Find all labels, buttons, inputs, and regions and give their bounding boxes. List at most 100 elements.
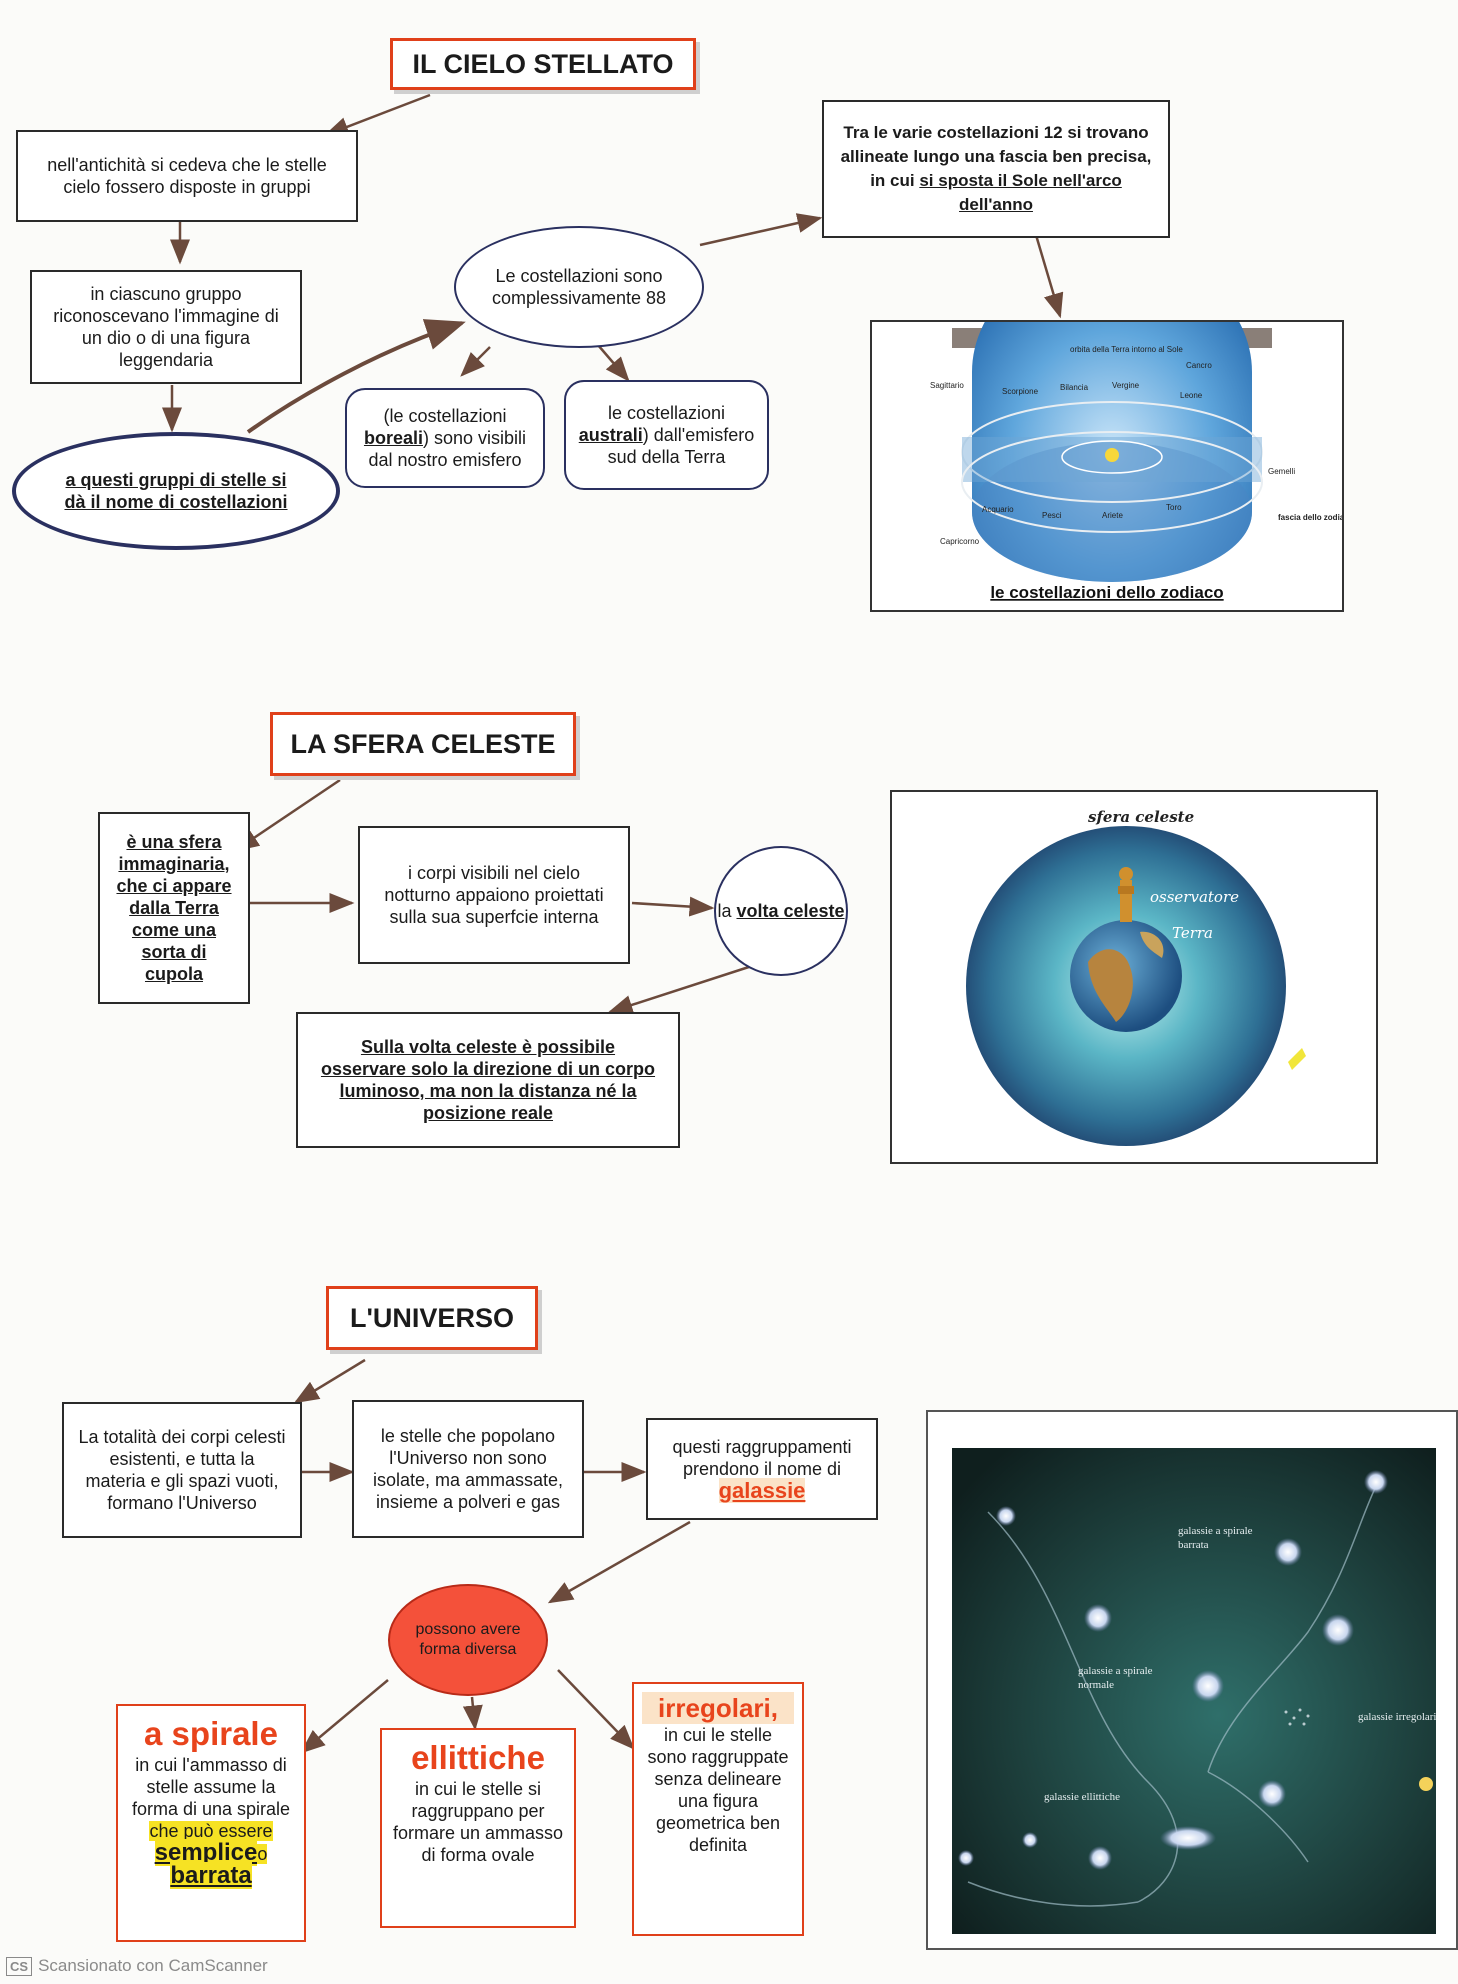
constellations-name-text: a questi gruppi di stelle si dà il nome … <box>64 470 288 512</box>
forms-text: possono avere forma diversa <box>415 1621 521 1658</box>
antiquity-box: nell'antichità si cedeva che le stelle c… <box>16 130 358 222</box>
section-title-sfera-celeste: LA SFERA CELESTE <box>270 712 576 776</box>
spiral-text-highlight: che può essere <box>149 1821 273 1841</box>
label-pesci: Pesci <box>1042 511 1062 520</box>
austral-pre: le costellazioni <box>607 403 726 423</box>
groupings-word: galassie <box>718 1477 806 1503</box>
label-sfera-celeste: sfera celeste <box>1088 808 1194 826</box>
vault-word: volta celeste <box>736 901 845 921</box>
antiquity-text: nell'antichità si cedeva che le stelle c… <box>47 155 327 197</box>
camscanner-logo: CS <box>6 1956 33 1976</box>
stars-box: le stelle che popolano l'Universo non so… <box>352 1400 584 1538</box>
boreal-post: ) sono visibili dal nostro emisfero <box>368 428 527 470</box>
arrow-count-to-boreal <box>460 346 491 377</box>
vault-pre: la <box>717 901 732 921</box>
arrow-count-to-austral <box>597 344 630 382</box>
groupings-text: questi raggruppamenti prendono il nome d… <box>660 1436 864 1503</box>
totality-text: La totalità dei corpi celesti esistenti,… <box>78 1427 286 1513</box>
observe-box: Sulla volta celeste è possibile osservar… <box>296 1012 680 1148</box>
elliptic-box: ellittiche in cui le stelle si raggruppa… <box>380 1728 576 1928</box>
austral-post: ) dall'emisfero sud della Terra <box>607 425 755 467</box>
zodiac-illustration: orbita della Terra intorno al Sole Sagit… <box>930 252 1354 602</box>
arrow-count-to-zodiac <box>699 213 823 247</box>
austral-text: le costellazioni australi) dall'emisfero… <box>572 402 761 468</box>
bodies-text: i corpi visibili nel cielo notturno appa… <box>384 863 604 927</box>
irregular-title: irregolari, <box>642 1692 794 1724</box>
constellations-name-ellipse: a questi gruppi di stelle si dà il nome … <box>12 432 340 550</box>
each-group-text: in ciascuno gruppo riconoscevano l'immag… <box>53 284 279 370</box>
arrow-sphere-title-to-imaginary <box>233 778 341 852</box>
label-gemelli: Gemelli <box>1268 467 1295 476</box>
celestial-sphere-image-frame: sfera celeste osservatore Terra <box>890 790 1378 1164</box>
spiral-box: a spirale in cui l'ammasso di stelle ass… <box>116 1704 306 1942</box>
label-vergine: Vergine <box>1112 381 1140 390</box>
count-text: Le costellazioni sono complessivamente 8… <box>491 266 667 308</box>
galaxies-illustration: galassie a spirale barrata galassie a sp… <box>952 1448 1437 1934</box>
label-toro: Toro <box>1166 503 1182 512</box>
irregular-box: irregolari, in cui le stelle sono raggru… <box>632 1682 804 1936</box>
elliptic-text: in cui le stelle si raggruppano per form… <box>392 1779 564 1865</box>
spiral-title: a spirale <box>144 1715 278 1752</box>
boreal-box: (le costellazioni boreali) sono visibili… <box>345 388 545 488</box>
visible-bodies-box: i corpi visibili nel cielo notturno appa… <box>358 826 630 964</box>
spiral-semplice: semplice <box>154 1839 258 1866</box>
imaginary-sphere-box: è una sfera immaginaria, che ci appare d… <box>98 812 250 1004</box>
stars-text: le stelle che popolano l'Universo non so… <box>372 1426 564 1512</box>
label-osservatore: osservatore <box>1150 888 1239 906</box>
austral-box: le costellazioni australi) dall'emisfero… <box>564 380 769 490</box>
boreal-text: (le costellazioni boreali) sono visibili… <box>353 405 537 471</box>
section-title-cielo-stellato: IL CIELO STELLATO <box>390 38 696 90</box>
label-elliptic: galassie ellittiche <box>1044 1791 1121 1803</box>
arrow-zodiac-to-image <box>1034 234 1064 319</box>
vault-circle: la volta celeste <box>714 846 848 976</box>
label-sagittario: Sagittario <box>930 381 964 390</box>
zodiac-text-b: si sposta il Sole nell'arco dell'anno <box>919 171 1122 214</box>
camscanner-text: Scansionato con CamScanner <box>38 1956 268 1975</box>
arrow-vault-to-observe <box>607 963 756 1015</box>
arrow-name-to-count <box>246 319 466 434</box>
scanner-watermark: CS Scansionato con CamScanner <box>6 1956 268 1976</box>
label-fascia: fascia dello zodiaco <box>1278 513 1342 522</box>
zodiac-image-frame: orbita della Terra intorno al Sole Sagit… <box>870 252 1354 612</box>
label-barred-spiral: galassie a spirale barrata <box>1178 1525 1253 1551</box>
zodiac-text-a: Tra le varie costellazioni 12 si trovano… <box>840 123 1152 190</box>
arrow-forms-to-elliptic <box>462 1696 483 1731</box>
label-cancro: Cancro <box>1186 361 1212 370</box>
groupings-text-a: questi raggruppamenti prendono il nome d… <box>672 1436 852 1479</box>
spiral-text-a: in cui l'ammasso di stelle assume la for… <box>131 1755 291 1819</box>
vault-text: la volta celeste <box>717 900 844 922</box>
elliptic-title: ellittiche <box>411 1739 545 1776</box>
arrow-forms-to-irregular <box>557 1669 635 1750</box>
observe-text: Sulla volta celeste è possibile osservar… <box>320 1037 656 1123</box>
zodiac-text-box: Tra le varie costellazioni 12 si trovano… <box>822 100 1170 238</box>
spiral-o: o <box>257 1844 268 1864</box>
zodiac-text: Tra le varie costellazioni 12 si trovano… <box>838 121 1154 217</box>
label-orbit: orbita della Terra intorno al Sole <box>1070 345 1183 354</box>
zodiac-caption: le costellazioni dello zodiaco <box>990 583 1223 602</box>
forms-ellipse: possono avere forma diversa <box>388 1584 548 1696</box>
label-capricorno: Capricorno <box>940 537 980 546</box>
celestial-sphere-illustration: sfera celeste osservatore Terra <box>966 808 1306 1146</box>
arrow-bodies-to-vault <box>631 896 715 917</box>
label-irregular: galassie irregolari <box>1358 1711 1437 1723</box>
label-leone: Leone <box>1180 391 1203 400</box>
label-terra: Terra <box>1172 924 1213 942</box>
boreal-word: boreali <box>363 428 423 448</box>
section-title-text: IL CIELO STELLATO <box>412 48 674 79</box>
arrow-title-to-antiquity <box>323 93 431 137</box>
boreal-pre: (le costellazioni <box>383 406 507 426</box>
section-title-text: L'UNIVERSO <box>350 1302 514 1333</box>
austral-word: australi <box>578 425 643 445</box>
section-title-universo: L'UNIVERSO <box>326 1286 538 1350</box>
count-ellipse: Le costellazioni sono complessivamente 8… <box>454 226 704 348</box>
label-ariete: Ariete <box>1102 511 1123 520</box>
section-title-text: LA SFERA CELESTE <box>290 728 556 759</box>
label-normal-spiral: galassie a spirale normale <box>1078 1665 1153 1691</box>
arrow-groupings-to-forms <box>547 1520 691 1604</box>
totality-box: La totalità dei corpi celesti esistenti,… <box>62 1402 302 1538</box>
irregular-text: in cui le stelle sono raggruppate senza … <box>647 1725 789 1855</box>
label-scorpione: Scorpione <box>1002 387 1039 396</box>
arrow-forms-to-spiral <box>300 1679 389 1754</box>
label-acquario: Acquario <box>982 505 1014 514</box>
